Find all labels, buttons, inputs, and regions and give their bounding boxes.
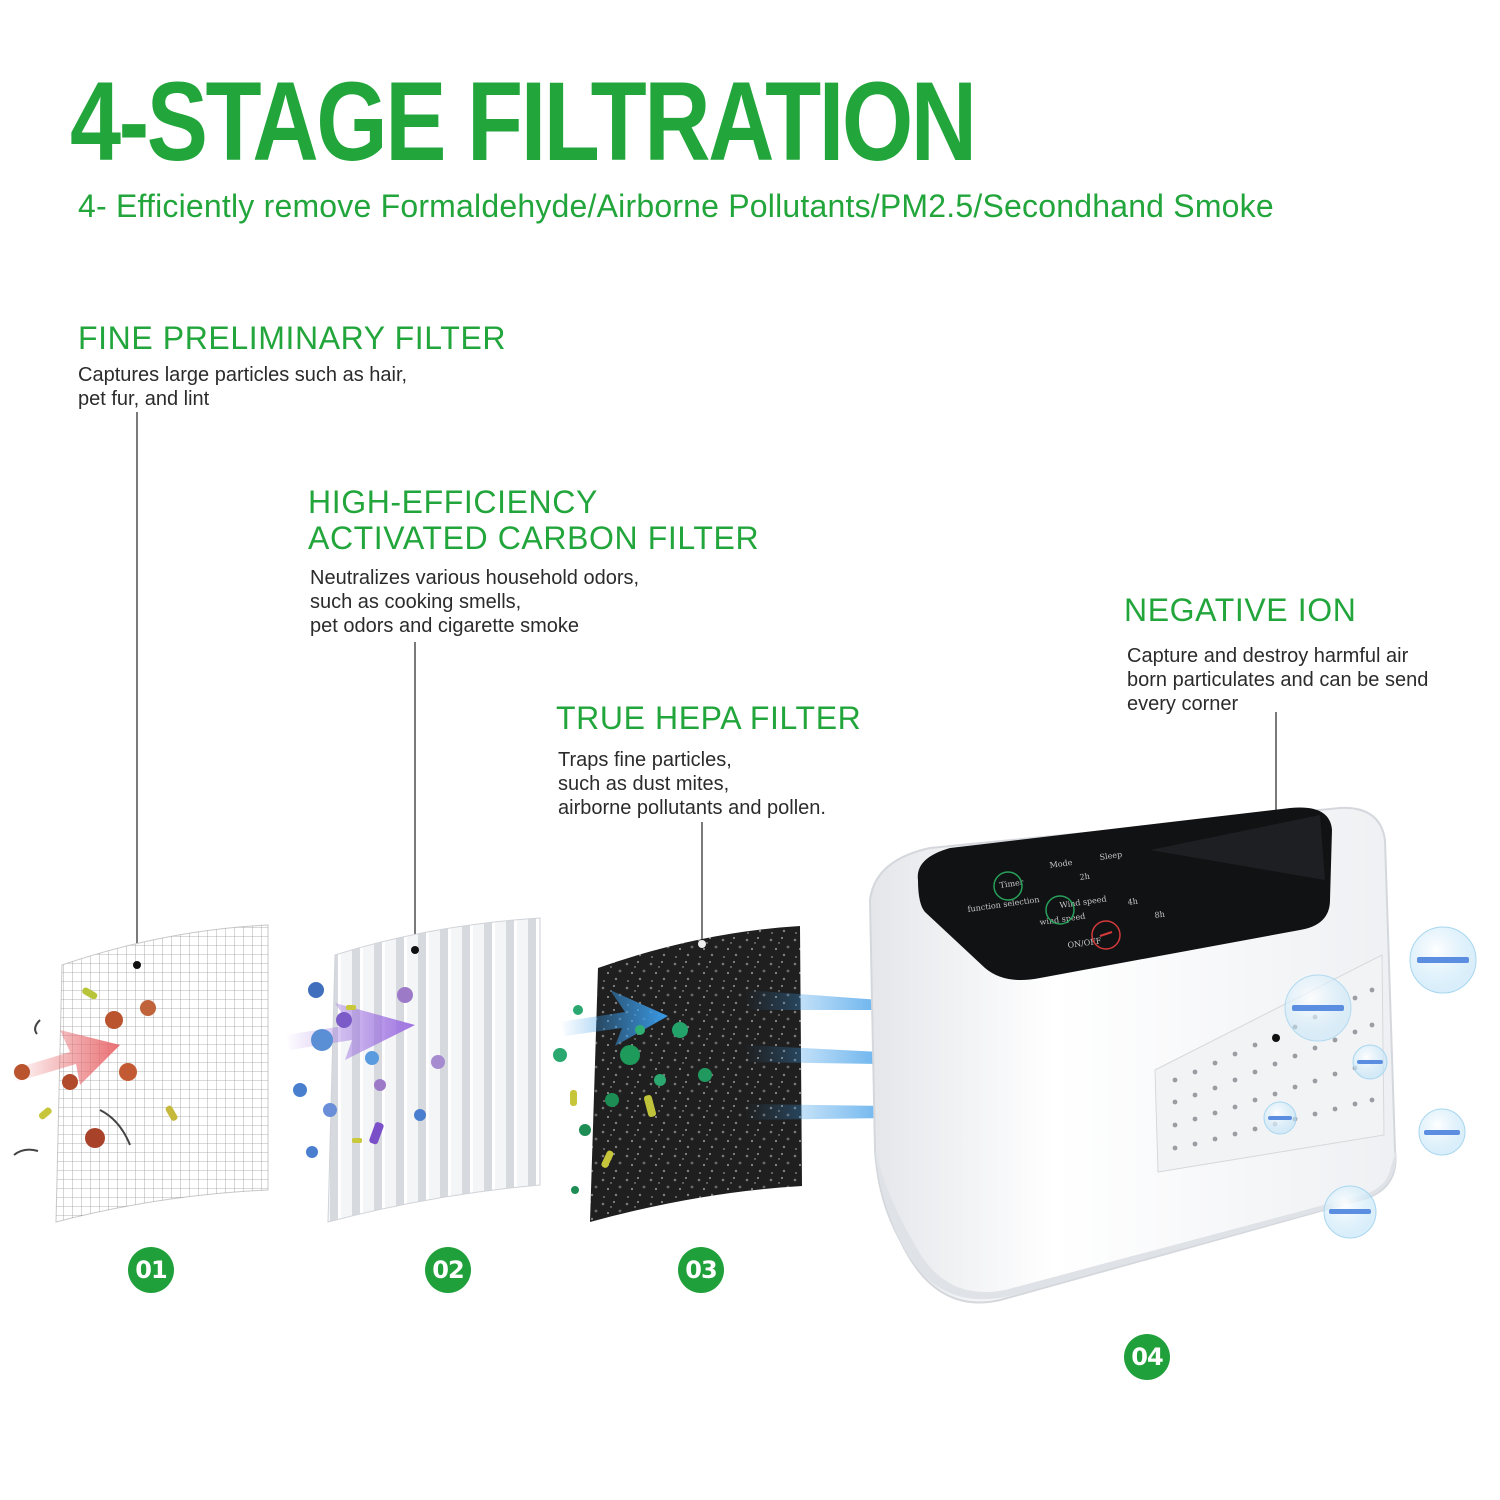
stage-1-description-line: Captures large particles such as hair, [78,364,408,386]
particles-fine [553,1005,712,1194]
activated-carbon-filter [285,917,541,1223]
airflow-arrow [745,1030,924,1076]
stage-1-heading: FINE PRELIMINARY FILTER [78,320,506,356]
stage-1-badge: 01 [128,1247,174,1293]
stage-1-description-line: pet fur, and lint [78,388,210,410]
power-button [1091,920,1121,950]
panel-label-8h: 8h [1154,910,1165,920]
page-title: 4-STAGE FILTRATION [70,59,977,184]
panel-label-mode: Mode [1049,858,1073,870]
airflow-arrow-purple [285,1003,415,1060]
stage-2-description-line: Neutralizes various household odors, [310,567,640,589]
stage-3-heading-line: TRUE HEPA FILTER [556,700,862,736]
airflow-arrow [745,1084,932,1130]
stage-3-description: Traps fine particles, such as dust mites… [558,748,826,820]
ion-bubble [1263,1101,1297,1135]
ion-bubble [1409,926,1477,994]
stage-3-description-line: airborne pollutants and pollen. [558,797,826,819]
ion-bubble [1418,1108,1466,1156]
stage-4-description-line: every corner [1127,693,1239,715]
airflow-arrow-blue [560,990,668,1046]
wind-speed-button [1045,895,1075,925]
panel-label-sleep: Sleep [1099,850,1123,862]
airflow-arrow-red [10,1030,120,1085]
particles-large [13,987,178,1156]
negative-ion-bubbles [1263,926,1477,1239]
stage-4-badge: 04 [1124,1334,1170,1380]
stage-2-description: Neutralizes various household odors, suc… [310,566,639,638]
stage-2-heading-line: HIGH-EFFICIENCY [308,484,598,520]
timer-button [993,871,1023,901]
stage-3-heading: TRUE HEPA FILTER [556,700,861,736]
fine-preliminary-filter [10,924,269,1223]
ion-bubble [1352,1044,1388,1080]
panel-label-4h: 4h [1127,897,1138,907]
panel-label-timer: Timer [999,878,1024,890]
stage-1-description: Captures large particles such as hair, p… [78,363,407,411]
page-subtitle: 4- Efficiently remove Formaldehyde/Airbo… [78,188,1274,224]
stage-1-heading-line: FINE PRELIMINARY FILTER [78,320,507,356]
stage-2-description-line: such as cooking smells, [310,591,522,613]
true-hepa-filter [553,926,802,1222]
stage-4-description: Capture and destroy harmful air born par… [1127,644,1428,716]
ion-bubble [1323,1185,1377,1239]
panel-label-2h: 2h [1079,872,1090,882]
stage-3-badge: 03 [678,1247,724,1293]
stage-4-heading: NEGATIVE ION [1124,592,1356,628]
stage-4-heading-line: NEGATIVE ION [1124,592,1357,628]
stage-3-description-line: such as dust mites, [558,773,730,795]
stage-2-badge: 02 [425,1247,471,1293]
ion-bubble [1284,974,1352,1042]
air-purifier-unit: Timer Wind speed function selection wind… [868,806,1397,1304]
stage-2-heading-line: ACTIVATED CARBON FILTER [308,520,760,556]
particles-odor [293,982,445,1158]
stage-4-description-line: born particulates and can be send [1127,669,1429,691]
stage-2-heading: HIGH-EFFICIENCY ACTIVATED CARBON FILTER [308,484,759,556]
stage-4-description-line: Capture and destroy harmful air [1127,645,1409,667]
stage-3-description-line: Traps fine particles, [558,749,732,771]
stage-2-description-line: pet odors and cigarette smoke [310,615,580,637]
